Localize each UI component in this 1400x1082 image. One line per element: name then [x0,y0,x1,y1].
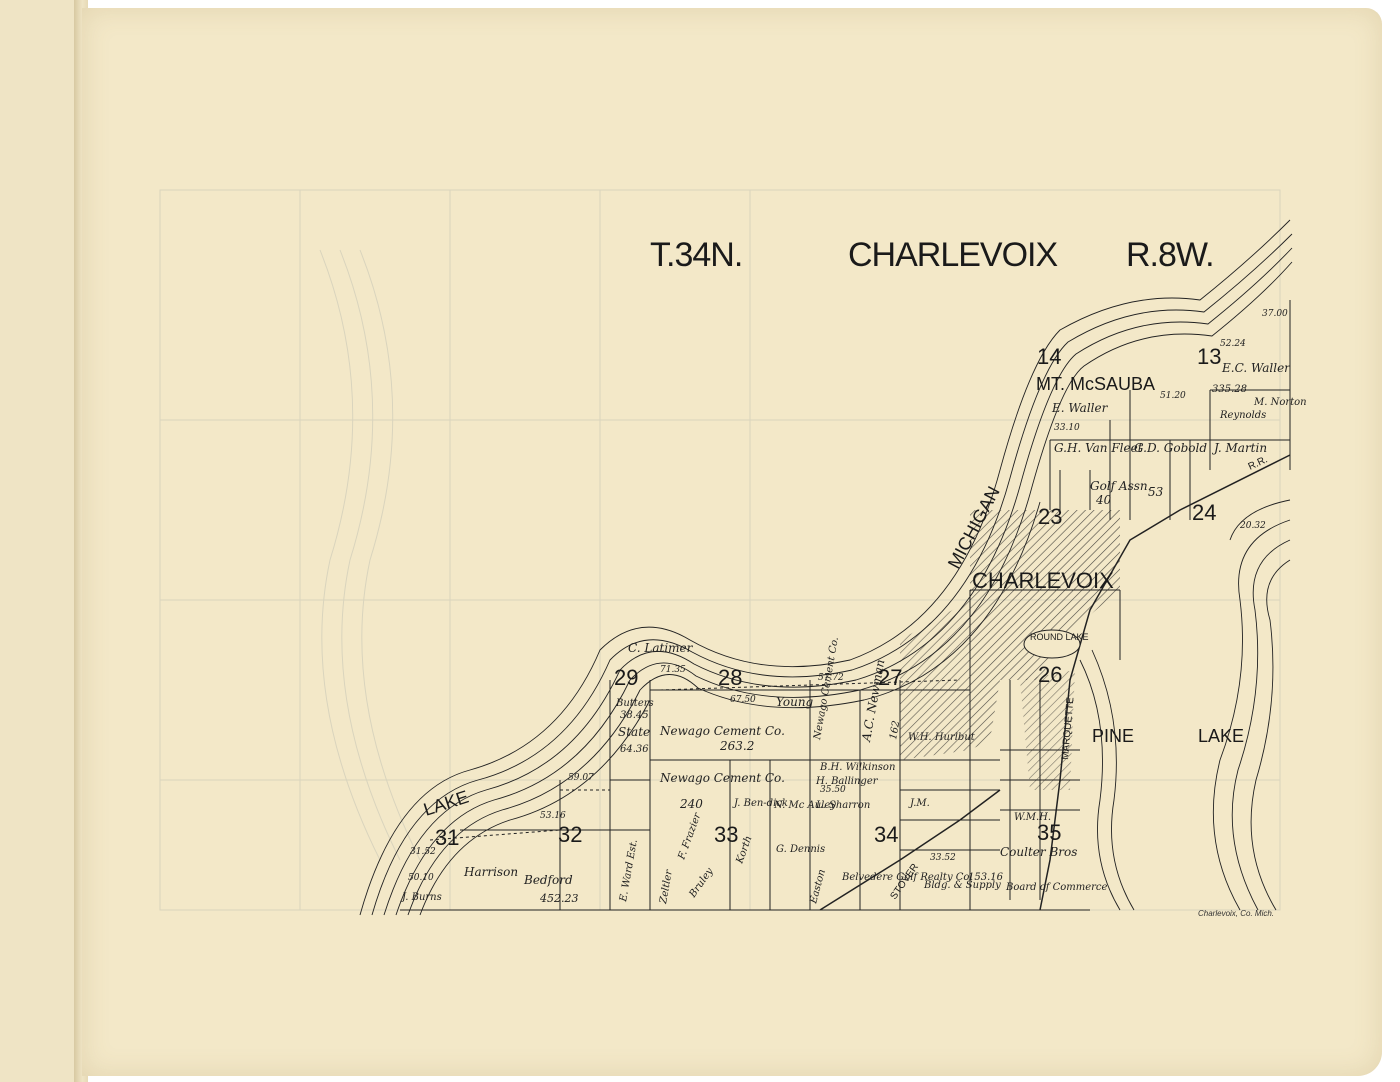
section-28: 28 [718,665,742,690]
section-24: 24 [1192,500,1216,525]
owner-wh-hurlbut: W.H. Hurlbut [908,732,976,743]
owner-labels: E.C. Waller 335.28 E. Waller G.H. Van Fl… [400,361,1307,906]
owner-golf-assn-acres: 40 [1095,493,1112,507]
owner-golf-assn: Golf Assn. [1090,479,1151,493]
section-34: 34 [874,822,898,847]
owner-butters: Butters [615,698,654,709]
owner-bldg-supply: Bldg. & Supply [923,880,1001,891]
owner-bedford-acres: 452.23 [539,892,579,905]
rr-label: R.R. [1247,454,1270,472]
dotted-roads [429,679,961,841]
mt-mcsauba-label: MT. McSAUBA [1036,374,1155,394]
section-33: 33 [714,822,738,847]
owner-bh-wilkinson: B.H. Wilkinson [819,762,895,773]
acreage-5: 71.35 [660,665,686,675]
owner-state-acres: 64.36 [620,744,649,755]
owner-newago-3: Newago Cement Co. [812,636,841,741]
section-23: 23 [1038,504,1062,529]
round-lake-label: ROUND LAKE [1030,632,1089,642]
owner-board-commerce: Board of Commerce [1005,882,1108,893]
acreage-9: 31.52 [410,847,436,857]
owner-bedford: Bedford [523,873,573,887]
pine-lake-contours [1079,499,1291,911]
acreage-6: 67.50 [730,695,756,705]
owner-ac-newman-acres: 162 [888,720,902,741]
section-29: 29 [614,665,638,690]
owner-ec-waller-acres: 335.28 [1212,384,1247,395]
right-page [82,8,1382,1076]
owner-g-dennis: G. Dennis [776,844,825,855]
owner-easton: Easton [808,868,828,905]
section-31: 31 [435,825,459,850]
owner-young: Young [776,695,814,709]
acreage-12: 33.52 [930,853,956,863]
owner-harrison: Harrison [463,865,518,879]
owner-newago-1: Newago Cement Co. [659,724,785,738]
parcel-grid [400,300,1291,911]
acreage-3: 51.20 [1160,391,1186,401]
acreage-7: 59.07 [568,773,594,783]
owner-e-ward: E. Ward Est. [618,839,640,904]
owner-f-frazier: F. Frazier [676,810,704,862]
section-35: 35 [1037,820,1061,845]
owner-c-latimer: C. Latimer [628,641,694,655]
acreage-1: 37.00 [1262,309,1288,319]
acreage-10: 50.10 [408,873,434,883]
pine-label: PINE [1092,726,1134,746]
city-label: CHARLEVOIX [972,568,1114,593]
owner-ec-waller: E.C. Waller [1221,361,1291,375]
owner-coulter: Coulter Bros [1000,845,1077,859]
section-26: 26 [1038,662,1062,687]
publisher-imprint: Charlevoix, Co. Mich. [1198,909,1275,918]
owner-reynolds: Reynolds [1219,410,1266,421]
owner-e-waller: E. Waller [1051,401,1109,415]
pine-lake-label: LAKE [1198,726,1244,746]
range-label: R.8W. [1126,236,1215,274]
acreage-2: 52.24 [1220,339,1246,349]
owner-gd-acres: 53 [1148,485,1164,499]
owner-j-bendick: J. Ben-dick [732,798,788,809]
owner-ac-newman: A.C. Newman [859,658,887,743]
owner-gd-gobold: G.D. Gobold [1134,441,1207,455]
acreage-13: 57.72 [818,673,844,683]
owner-n-mcauley: N. Mc Auley [773,800,836,811]
owner-ballinger: H. Ballinger [815,776,879,787]
owner-jm: J.M. [908,798,930,809]
owner-gh-van-fleet: G.H. Van Fleet [1054,441,1143,455]
owner-zeltler: Zeltler [658,868,675,906]
bleed-through-ghost [159,189,1281,911]
round-lake-shape [1023,629,1081,659]
owner-l-sharron: L. Sharron [815,800,870,811]
owner-coulter-acres: 153.16 [968,872,1004,883]
marquette-label: MARQUETTE [1060,696,1076,760]
owner-j-burns: J. Burns [400,892,442,903]
acreage-14: 33.10 [1054,423,1080,433]
section-27: 27 [878,665,902,690]
acreage-8: 53.16 [540,811,566,821]
section-14: 14 [1037,344,1061,369]
section-13: 13 [1197,344,1221,369]
owner-m-norton: M. Norton [1253,397,1307,408]
section-32: 32 [558,822,582,847]
owner-belvedere: Belvedere Golf Realty Co. [841,872,972,883]
owner-newago-1-acres: 263.2 [719,739,754,753]
township-label: T.34N. [650,236,743,274]
owner-wmh: W.M.H. [1014,812,1051,823]
owner-j-martin: J. Martin [1211,441,1267,455]
owner-bruley: Bruley [687,866,716,901]
acreage-4: 20.32 [1239,521,1266,531]
owner-butters-acres: 38.45 [620,710,649,721]
owner-newago-2: Newago Cement Co. [659,771,785,785]
owner-newago-2-acres: 240 [679,797,703,811]
owner-state: State [618,725,650,739]
acreage-labels: 37.00 52.24 51.20 20.32 71.35 67.50 59.0… [408,309,1288,883]
acreage-11: 35.50 [820,785,846,795]
map-title: CHARLEVOIX [848,236,1058,274]
